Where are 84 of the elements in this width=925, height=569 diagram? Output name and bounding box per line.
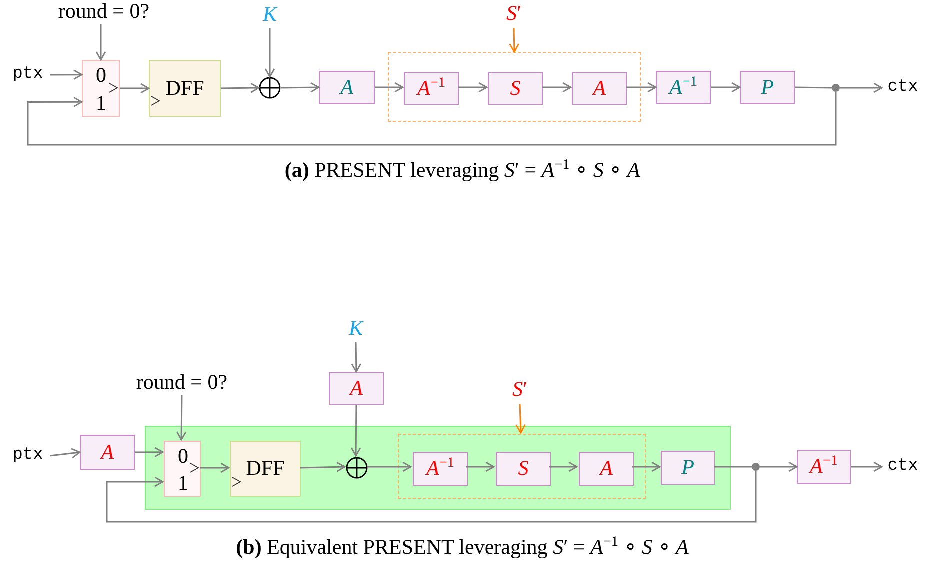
arrow xyxy=(466,462,495,472)
arrow xyxy=(200,462,230,474)
function-box xyxy=(572,72,627,105)
function-label: A xyxy=(350,376,363,400)
highlight-band xyxy=(145,426,731,510)
arrow xyxy=(220,82,260,94)
function-label: P xyxy=(761,76,774,100)
arrow xyxy=(549,462,578,472)
function-box xyxy=(661,451,715,485)
arrow xyxy=(27,92,837,146)
connector-line xyxy=(794,86,832,89)
flip-flop-label: DFF xyxy=(246,457,285,481)
arrow xyxy=(135,447,164,458)
function-label: S xyxy=(518,457,529,481)
arrow xyxy=(264,28,276,78)
multiplexer-box xyxy=(164,441,201,497)
dashed-group-box xyxy=(388,52,641,122)
function-label: A xyxy=(101,440,114,464)
function-box xyxy=(329,372,384,405)
function-box xyxy=(656,71,711,104)
function-label: A$^{−1}$ xyxy=(426,457,454,481)
arrow xyxy=(280,82,320,93)
flip-flop-label: DFF xyxy=(166,76,204,100)
function-box xyxy=(404,72,459,105)
arrow xyxy=(106,471,757,523)
signal-label: K xyxy=(262,3,277,27)
signal-label: ptx xyxy=(12,66,44,84)
arrow xyxy=(120,83,150,94)
junction-dot xyxy=(832,84,840,92)
signal-label: ctx xyxy=(888,458,918,476)
signal-label: ctx xyxy=(888,78,918,98)
arrow xyxy=(96,24,106,61)
arrow xyxy=(350,405,362,457)
junction-dot xyxy=(752,463,760,471)
arrow xyxy=(840,82,883,94)
flip-flop-box xyxy=(149,60,221,117)
arrow xyxy=(851,462,883,472)
function-box xyxy=(797,450,851,484)
multiplexer-box xyxy=(82,60,120,117)
function-label: S xyxy=(510,76,521,100)
function-label: A xyxy=(340,76,354,100)
connector-line xyxy=(714,466,752,468)
figure-caption: (b) Equivalent PRESENT leveraging S′ = A$^{−1}$ ∘ S ∘ A xyxy=(235,535,690,560)
signal-label: ptx xyxy=(12,446,44,466)
arrow xyxy=(458,82,488,93)
arrow xyxy=(516,404,526,434)
mux-input-label: 1 xyxy=(96,92,106,115)
signal-label: round = 0? xyxy=(58,0,150,24)
signal-label: S′ xyxy=(512,378,528,402)
mux-input-label: 1 xyxy=(178,472,188,496)
function-box xyxy=(496,452,551,486)
function-label: A$^{−1}$ xyxy=(810,455,838,479)
signal-label: round = 0? xyxy=(136,371,228,395)
arrow xyxy=(375,82,404,93)
function-box xyxy=(579,452,634,486)
figure-caption: (a) PRESENT leveraging S′ = A$^{−1}$ ∘ S ∘ A xyxy=(284,158,642,183)
signal-label: S′ xyxy=(506,2,522,26)
arrow xyxy=(711,82,741,93)
arrow xyxy=(542,82,572,93)
arrow xyxy=(300,462,346,472)
function-label: A$^{−1}$ xyxy=(417,76,446,100)
arrow xyxy=(760,462,798,472)
arrow xyxy=(351,342,362,373)
flip-flop-box xyxy=(230,441,301,497)
function-label: P xyxy=(682,456,694,480)
signal-label: K xyxy=(348,317,363,341)
arrow xyxy=(367,462,412,472)
arrow xyxy=(632,462,661,472)
dashed-group-box xyxy=(398,434,646,499)
function-box xyxy=(80,435,135,470)
function-label: A$^{−1}$ xyxy=(669,76,698,100)
mux-input-label: 0 xyxy=(96,64,106,88)
function-box xyxy=(413,452,468,486)
function-label: A xyxy=(593,76,606,100)
arrow xyxy=(50,448,81,459)
function-box xyxy=(740,71,795,104)
function-label: A xyxy=(600,457,613,481)
arrow xyxy=(626,82,657,93)
arrow xyxy=(509,28,520,53)
mux-input-label: 0 xyxy=(178,445,188,468)
arrow xyxy=(176,395,187,441)
function-box xyxy=(488,72,543,105)
function-box xyxy=(319,71,375,104)
arrow xyxy=(50,70,83,80)
